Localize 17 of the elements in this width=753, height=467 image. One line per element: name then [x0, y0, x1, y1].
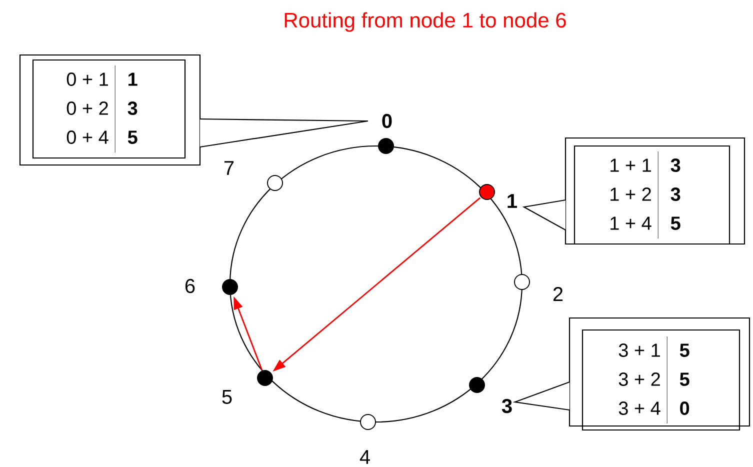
ring-point — [360, 414, 376, 430]
title: Routing from node 1 to node 6 — [284, 12, 566, 32]
ring-point — [469, 377, 485, 393]
ring-point — [378, 138, 394, 154]
ring-point — [257, 370, 273, 386]
ring-point — [267, 175, 283, 191]
point-label: 3 — [502, 398, 512, 414]
ring-point — [479, 184, 495, 200]
point-label: 6 — [185, 278, 195, 294]
point-label: 2 — [553, 287, 563, 301]
point-label: 4 — [360, 450, 370, 464]
point-label: 5 — [222, 390, 232, 404]
finger-table: 1 + 1 3 1 + 2 3 1 + 4 5 — [522, 137, 746, 245]
ring-point — [514, 274, 530, 290]
finger-table: 3 + 1 5 3 + 2 5 3 + 4 0 — [512, 317, 750, 431]
point-label: 1 — [508, 194, 518, 208]
ring-point — [222, 279, 238, 295]
